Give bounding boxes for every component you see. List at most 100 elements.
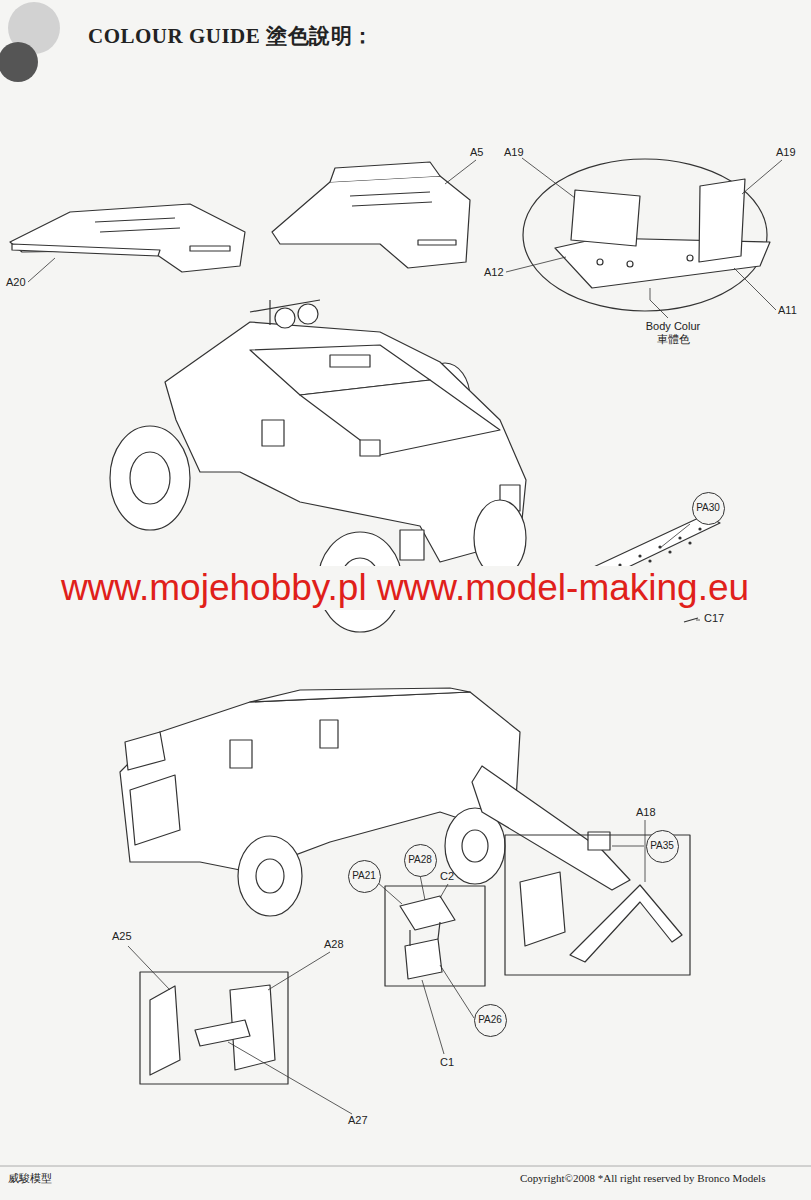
vehicle-front-view <box>269 300 270 325</box>
leader-line <box>28 258 55 282</box>
mesh-plate <box>698 527 701 530</box>
watermark: www.mojehobby.pl www.model-making.eu <box>59 566 751 610</box>
maker-name: 威駿模型 <box>8 1172 52 1185</box>
mesh-plate <box>648 559 651 562</box>
seat-ellipse <box>571 190 640 246</box>
callout-circle: PA28 <box>404 844 437 877</box>
inset-frame <box>438 922 440 939</box>
callout-number: PA21 <box>352 871 376 881</box>
seat-ellipse <box>597 259 603 265</box>
vehicle-front-view <box>400 530 424 560</box>
vehicle-rear-view <box>238 836 302 916</box>
copyright-note: Copyright©2008 *All right reserved by Br… <box>520 1172 765 1185</box>
hood-part <box>100 228 180 232</box>
vehicle-rear-view <box>320 720 338 748</box>
colour-note: Body Colur 車體色 <box>640 320 706 346</box>
leader-line <box>612 846 644 847</box>
leader-line <box>445 160 476 184</box>
seat-ellipse <box>699 179 745 262</box>
part-number: A19 <box>776 146 796 159</box>
vehicle-rear-view <box>472 766 630 890</box>
inset-frame <box>400 896 455 930</box>
part-number: A25 <box>112 930 132 943</box>
leader-line <box>696 620 700 621</box>
inset-frame <box>140 972 288 1084</box>
leader-line <box>734 268 776 310</box>
vehicle-front-view <box>330 355 370 367</box>
callout-circle: PA21 <box>348 860 381 893</box>
vehicle-rear-view <box>125 732 165 770</box>
inset-frame <box>385 886 485 986</box>
inset-frame <box>385 886 485 986</box>
inset-frame <box>409 930 410 946</box>
vehicle-rear-view <box>462 830 488 862</box>
inset-frame <box>570 885 682 962</box>
leader-line <box>440 884 448 898</box>
vehicle-front-view <box>262 420 284 446</box>
inset-frame <box>140 972 288 1084</box>
part-number: A20 <box>6 276 26 289</box>
seat-ellipse <box>523 159 767 311</box>
hood-part <box>272 176 470 268</box>
callout-circle: PA30 <box>692 492 725 525</box>
mesh-plate <box>678 536 681 539</box>
hood-part <box>10 204 245 272</box>
part-number: A28 <box>324 938 344 951</box>
part-number: C2 <box>440 870 454 883</box>
leader-line <box>522 158 575 198</box>
mesh-plate <box>638 554 641 557</box>
part-number: A27 <box>348 1114 368 1127</box>
leader-line <box>440 965 474 1018</box>
vehicle-front-view <box>165 322 526 562</box>
leader-line <box>228 1042 352 1114</box>
part-number: A19 <box>504 146 524 159</box>
vehicle-rear-view <box>130 775 180 845</box>
leader-line <box>742 160 782 194</box>
vehicle-rear-view <box>250 688 470 702</box>
hood-part <box>190 246 230 251</box>
hood-part <box>95 218 175 222</box>
inset-frame <box>195 1020 250 1046</box>
hood-part <box>12 244 160 256</box>
part-number: C17 <box>704 612 724 625</box>
hood-part <box>418 240 456 245</box>
mesh-plate <box>684 618 698 622</box>
leader-line <box>650 288 668 318</box>
leader-line <box>128 946 170 990</box>
leader-line <box>422 980 444 1054</box>
callout-number: PA26 <box>478 1015 502 1025</box>
mesh-plate <box>668 550 671 553</box>
hood-part <box>272 162 470 268</box>
leader-line <box>268 952 330 990</box>
vehicle-front-view <box>360 440 380 456</box>
inset-frame <box>520 872 565 946</box>
footer-rule <box>0 1166 811 1167</box>
part-number: C1 <box>440 1056 454 1069</box>
leader-line <box>645 820 646 882</box>
vehicle-rear-view <box>230 740 252 768</box>
hood-part <box>10 204 245 272</box>
seat-ellipse <box>687 255 693 261</box>
leader-line <box>660 524 690 548</box>
vehicle-front-view <box>300 380 500 455</box>
hood-part <box>352 202 432 206</box>
vehicle-front-view <box>110 426 190 530</box>
leader-line <box>28 158 782 1114</box>
header-disc <box>0 2 60 82</box>
callout-circle: PA26 <box>474 1004 507 1037</box>
leader-line <box>506 257 566 272</box>
vehicle-front-view <box>130 452 170 504</box>
hood-part <box>350 192 430 196</box>
leader-line <box>377 882 402 904</box>
seat-ellipse <box>627 261 633 267</box>
header-disc <box>0 42 38 82</box>
vehicle-front-view <box>275 308 295 328</box>
vehicle-front-view <box>474 500 526 576</box>
vehicle-rear-view <box>256 859 284 893</box>
callout-number: PA35 <box>650 841 674 851</box>
callout-circle: PA35 <box>646 830 679 863</box>
seat-ellipse <box>523 159 770 311</box>
hood-part <box>330 162 440 182</box>
mesh-plate <box>688 541 691 544</box>
part-number: A5 <box>470 146 483 159</box>
